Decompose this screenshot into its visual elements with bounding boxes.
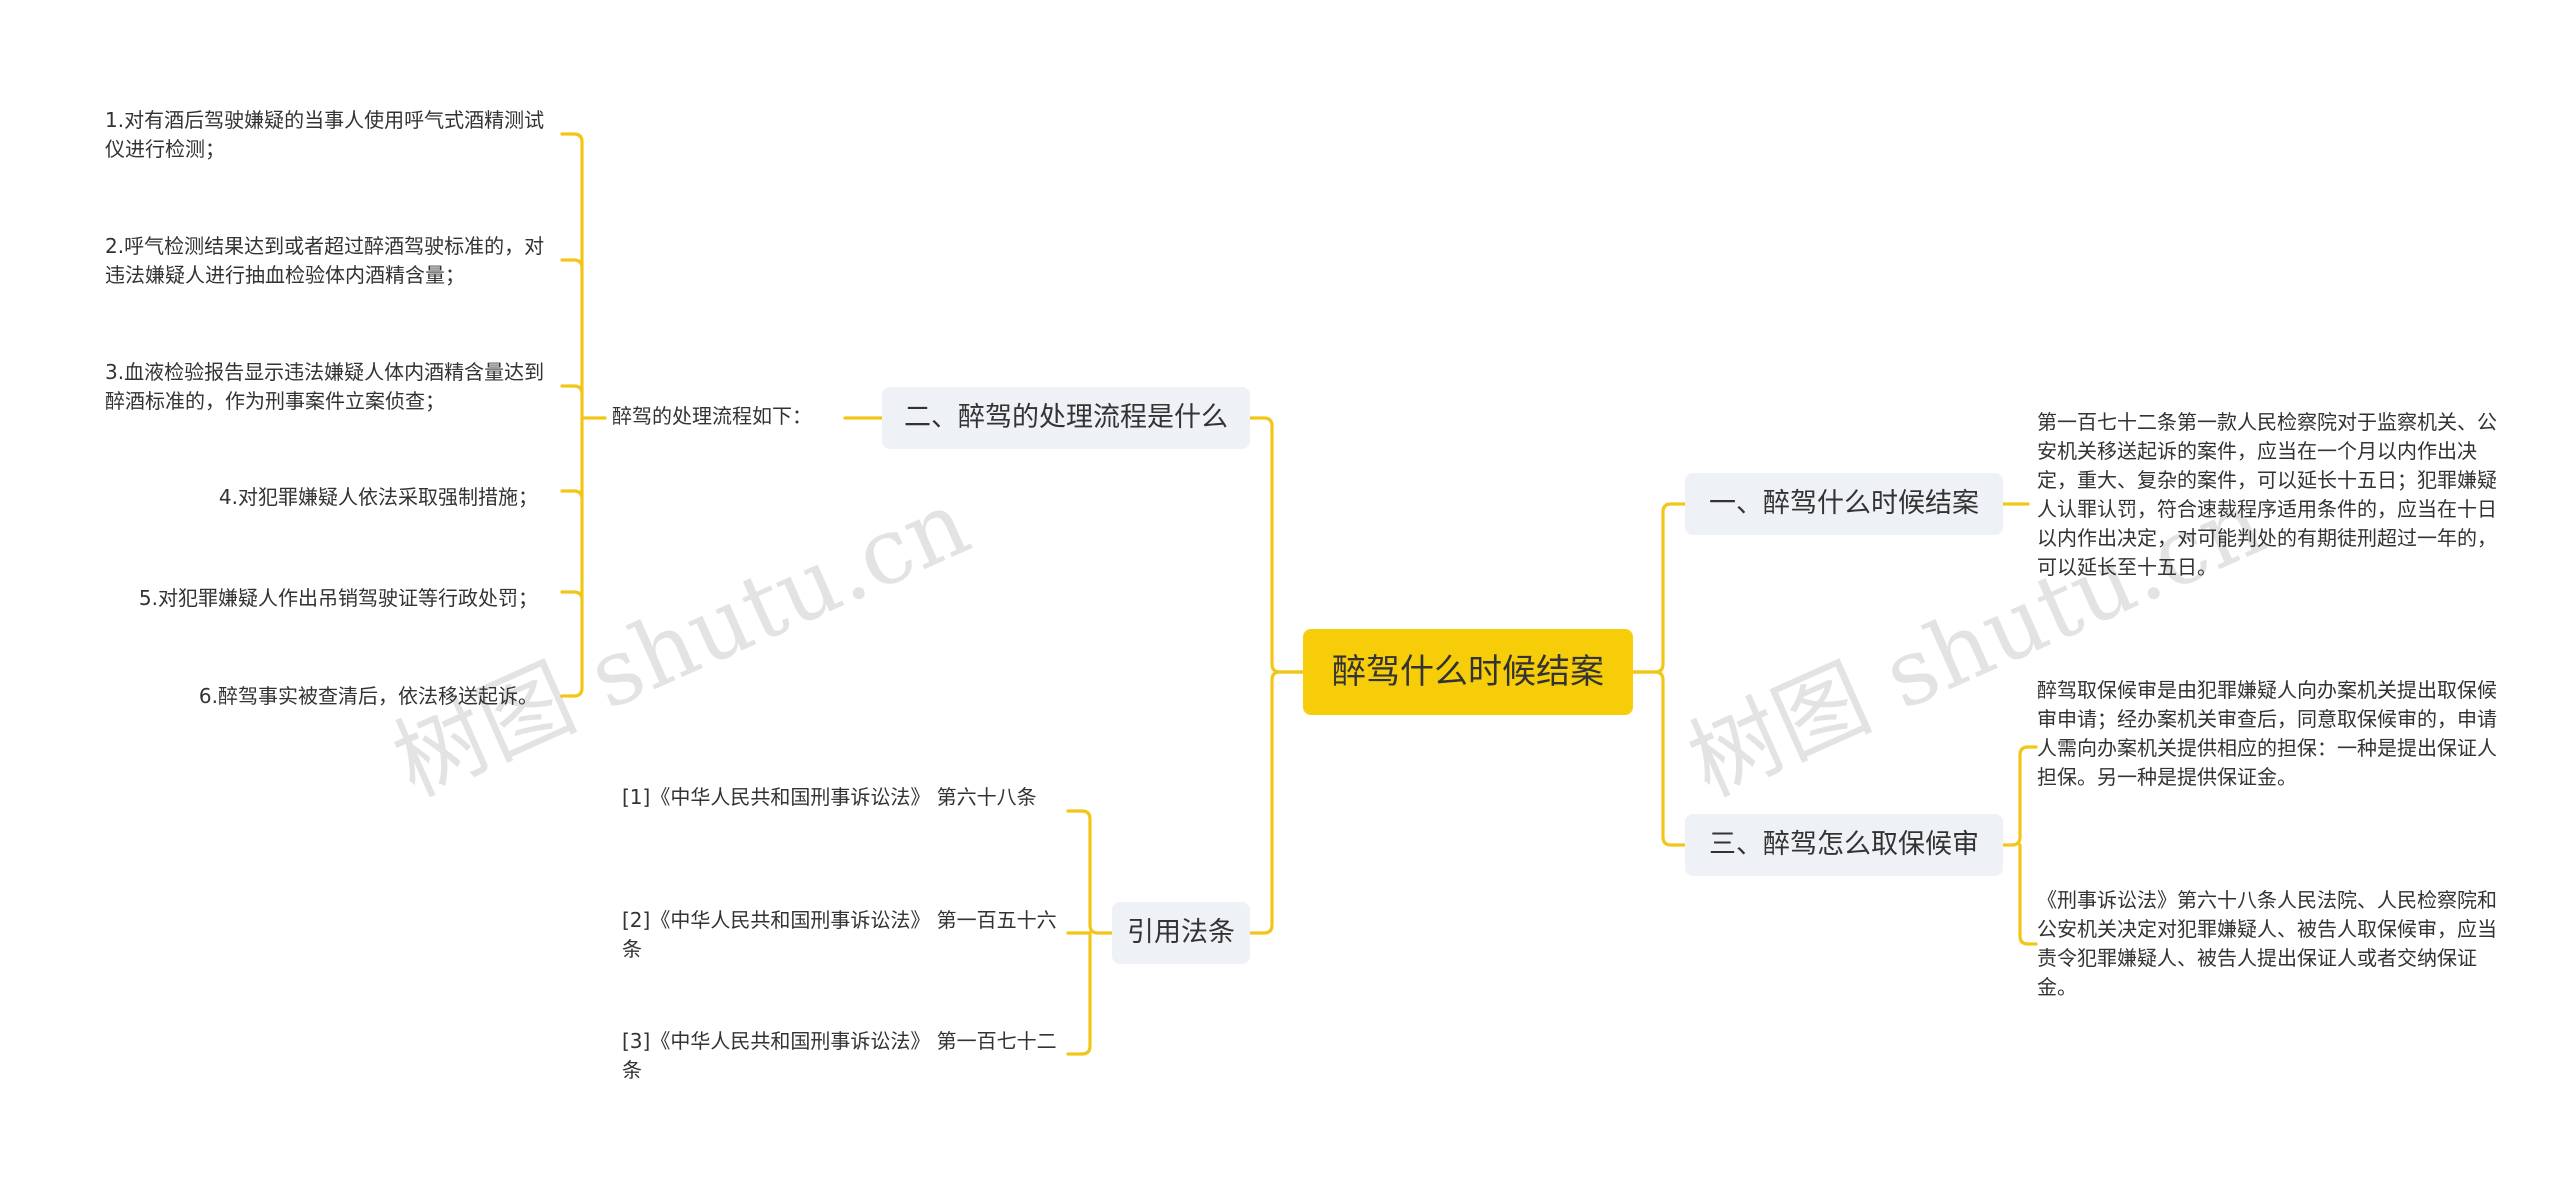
connector-root-to-closing xyxy=(1631,502,1687,674)
law-ref-2[interactable]: [2]《中华人民共和国刑事诉讼法》 第一百五十六条 xyxy=(622,908,1057,961)
law-ref-1[interactable]: [1]《中华人民共和国刑事诉讼法》 第六十八条 xyxy=(622,785,1037,809)
root-topic[interactable]: 醉驾什么时候结案 xyxy=(1303,629,1633,715)
branch-process[interactable]: 二、醉驾的处理流程是什么 xyxy=(882,387,1250,449)
connector-bail-to-texts xyxy=(2001,745,2038,946)
process-step-4[interactable]: 4.对犯罪嫌疑人依法采取强制措施； xyxy=(218,485,538,509)
branch-closing[interactable]: 一、醉驾什么时候结案 xyxy=(1685,473,2003,535)
process-step-6[interactable]: 6.醉驾事实被查清后，依法移送起诉。 xyxy=(198,684,538,708)
law-ref-3[interactable]: [3]《中华人民共和国刑事诉讼法》 第一百七十二条 xyxy=(622,1029,1057,1082)
process-step-2[interactable]: 2.呼气检测结果达到或者超过醉酒驾驶标准的，对违法嫌疑人进行抽血检验体内酒精含量… xyxy=(105,234,545,287)
process-step-3[interactable]: 3.血液检验报告显示违法嫌疑人体内酒精含量达到醉酒标准的，作为刑事案件立案侦查； xyxy=(105,360,545,413)
connector-law-to-refs xyxy=(1066,809,1114,1056)
process-step-1[interactable]: 1.对有酒后驾驶嫌疑的当事人使用呼气式酒精测试仪进行检测； xyxy=(105,108,545,161)
connector-root-to-bail xyxy=(1631,670,1687,847)
connector-intro-to-steps xyxy=(560,132,607,698)
process-step-5[interactable]: 5.对犯罪嫌疑人作出吊销驾驶证等行政处罚； xyxy=(138,586,538,610)
branch-law[interactable]: 引用法条 xyxy=(1112,902,1250,964)
bail-text-2[interactable]: 《刑事诉讼法》第六十八条人民法院、人民检察院和公安机关决定对犯罪嫌疑人、被告人取… xyxy=(2037,888,2497,999)
branch-bail[interactable]: 三、醉驾怎么取保候审 xyxy=(1685,814,2003,876)
connector-root-to-law xyxy=(1248,670,1305,935)
process-intro[interactable]: 醉驾的处理流程如下： xyxy=(612,404,812,428)
bail-text-1[interactable]: 醉驾取保候审是由犯罪嫌疑人向办案机关提出取保候审申请；经办案机关审查后，同意取保… xyxy=(2037,678,2497,789)
closing-text[interactable]: 第一百七十二条第一款人民检察院对于监察机关、公安机关移送起诉的案件，应当在一个月… xyxy=(2037,410,2497,579)
connector-root-to-process xyxy=(1248,416,1305,674)
